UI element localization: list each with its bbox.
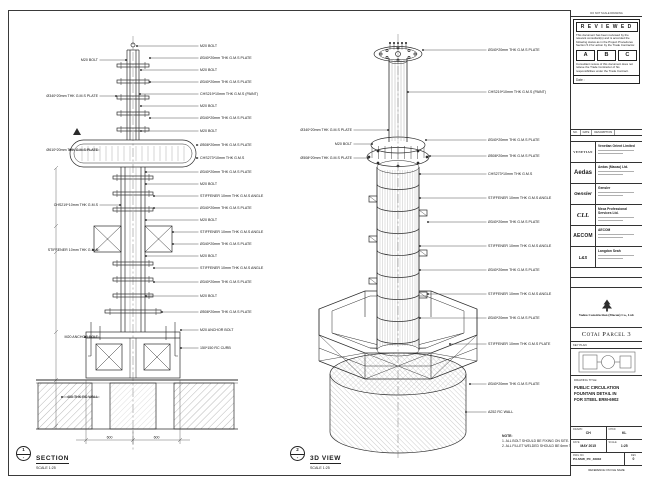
rev-col-desc: DESCRIPTION [592, 130, 616, 136]
field-scale: SCALE 1:25 [606, 439, 642, 452]
drawing-fields: DRAWN CH CHKD KL DATE MAY 2015 SCALE 1:2… [571, 427, 642, 453]
iso-view-title: 3D VIEW SCALE 1:25 [310, 447, 341, 470]
company-name: Gensler [598, 185, 611, 190]
detail-sheet-ref: - [22, 454, 25, 460]
contractor-logo-tree [601, 299, 612, 312]
company-row: CLL Meca Professional Services Ltd. [571, 205, 642, 227]
sheet-note: DO NOT SCALE DRAWING [571, 10, 642, 17]
section-view-title: SECTION SCALE 1:25 [36, 447, 70, 470]
stamp-date-label: Date : [574, 75, 639, 83]
revision-header-row: NO. DATE DESCRIPTION [571, 130, 642, 137]
notes-heading: NOTE: [502, 434, 513, 438]
project-name: Cotai Parcel 3 [571, 328, 642, 343]
company-name: Langdon Seah [598, 248, 621, 253]
review-stamp: R E V I E W E D This document has been r… [573, 19, 640, 85]
field-checked: CHKD KL [608, 428, 627, 435]
company-name: Aedas (Macau) Ltd. [598, 164, 629, 169]
stamp-body-text: Consultant review of this document does … [576, 61, 633, 73]
note-line: 2. ALL FILLET WELDED SHOULD BE 6mm THK. [502, 443, 577, 448]
key-plan: KEY PLAN [571, 342, 642, 377]
company-logo: L&S [571, 247, 596, 268]
rev-col-no: NO. [571, 130, 581, 136]
view-scale-text: SCALE 1:25 [310, 466, 330, 470]
key-plan-label: KEY PLAN [571, 342, 642, 350]
view-scale-text: SCALE 1:25 [36, 466, 56, 470]
detail-number: 1 [17, 447, 30, 455]
drawing-title-line: FOR STEEL ERM-6902 [574, 397, 619, 403]
status-option-c: C [617, 49, 637, 61]
drawing-title-box: DRAWING TITLE: PUBLIC CIRCULATION FOUNTA… [571, 376, 642, 427]
company-logo: VENETIAN [571, 142, 596, 163]
company-logo: Aedas [571, 163, 596, 184]
contractor-box: Yadea Construction (Macau) Co., Ltd. [571, 288, 642, 329]
revision-empty-row [571, 136, 642, 143]
field-drawn: DRAWN CH [571, 427, 607, 439]
detail-sheet-ref: - [296, 454, 299, 460]
company-row: AECOM AECOM [571, 226, 642, 248]
section-detail-bubble: 1 - [16, 446, 31, 461]
company-row: Aedas Aedas (Macau) Ltd. [571, 163, 642, 185]
title-block-footer: REFERENCE ON FILE NAME [588, 468, 625, 472]
status-option-b: B [596, 49, 617, 61]
company-name: Venetian Orient Limited [598, 143, 635, 148]
detail-number: 2 [291, 447, 304, 455]
stamp-body-text: This document has been reviewed by the r… [576, 33, 635, 48]
drawing-number-row: DWG NO. P3-SSW_PC_46902 REV 0 [571, 453, 642, 466]
revision-number: REV 0 [630, 454, 637, 461]
general-notes: NOTE: 1. ALL BOLT SHOULD BE FIXING ON SI… [502, 434, 577, 448]
rev-col-date: DATE [581, 130, 593, 136]
company-row: L&S Langdon Seah [571, 247, 642, 269]
drawing-number: DWG NO. P3-SSW_PC_46902 [571, 453, 625, 465]
blank-row [571, 278, 642, 289]
title-block: DO NOT SCALE DRAWING R E V I E W E D Thi… [570, 10, 642, 476]
company-logo: Gensler [571, 184, 596, 205]
view-title-text: 3D VIEW [310, 455, 341, 464]
sheet-border [8, 10, 640, 476]
company-row: Gensler Gensler [571, 184, 642, 206]
company-row: VENETIAN Venetian Orient Limited [571, 142, 642, 164]
company-name: AECOM [598, 227, 611, 232]
company-name: Meca Professional Services Ltd. [598, 206, 627, 215]
drawing-title-label: DRAWING TITLE: [574, 378, 598, 383]
status-option-a: A [576, 49, 596, 61]
company-logo: CLL [571, 205, 596, 226]
contractor-name: Yadea Construction (Macau) Co., Ltd. [578, 313, 635, 318]
stamp-title: R E V I E W E D [575, 21, 638, 32]
blank-row [571, 268, 642, 279]
stamp-blank-area [571, 86, 642, 131]
stamp-status-row: A B C [574, 49, 639, 62]
iso-detail-bubble: 2 - [290, 446, 305, 461]
drawing-title-line: PUBLIC CIRCULATION [574, 384, 620, 390]
key-plan-thumbnail [578, 352, 635, 373]
field-date: DATE MAY 2015 [571, 439, 607, 452]
view-title-text: SECTION [36, 455, 70, 464]
note-line: 1. ALL BOLT SHOULD BE FIXING ON SITE. [502, 438, 570, 443]
key-plan-box [571, 349, 642, 375]
company-logo: AECOM [571, 226, 596, 247]
drawing-title-line: FOUNTAIN DETAIL IN [574, 391, 617, 397]
